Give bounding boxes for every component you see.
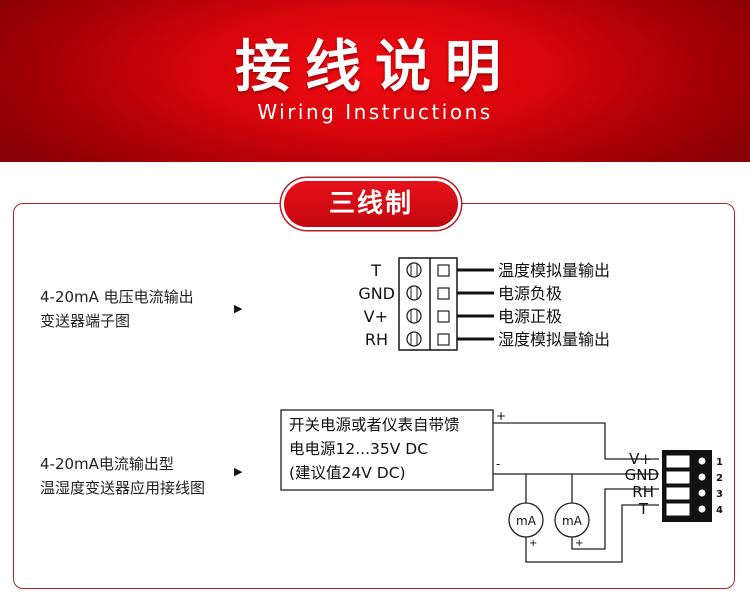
terminal-slot xyxy=(665,486,691,501)
output-label-power-negative: 电源负极 xyxy=(498,284,562,303)
meter-label: mA xyxy=(562,514,583,528)
terminal-label-gnd: GND xyxy=(625,466,659,484)
diagram1-description-line: 4-20mA 电压电流输出 xyxy=(40,288,194,306)
terminal-slot xyxy=(437,333,450,346)
output-label-temperature: 温度模拟量输出 xyxy=(498,261,610,280)
milliammeter-icon xyxy=(508,502,544,538)
meter-label: mA xyxy=(516,514,537,528)
diagram2-terminal-block xyxy=(662,450,712,522)
output-label-power-positive: 电源正极 xyxy=(498,307,562,326)
pin-number: 1 xyxy=(716,457,723,468)
diagram1-terminal-block xyxy=(398,257,494,351)
minus-sign: - xyxy=(496,457,500,471)
terminal-label-t: T xyxy=(370,261,381,280)
diagram1-description: 4-20mA 电压电流输出 变送器端子图 xyxy=(40,285,194,333)
terminal-label-rh: RH xyxy=(632,483,654,501)
arrow-right-icon: ▶ xyxy=(234,302,243,315)
screw-icon xyxy=(406,285,422,301)
terminal-slot xyxy=(437,310,450,323)
diagram2-description: 4-20mA电流输出型 温湿度变送器应用接线图 xyxy=(40,452,205,500)
screw-icon xyxy=(406,331,422,347)
terminal-label-t: T xyxy=(638,500,649,518)
diagram2-wires xyxy=(493,422,659,563)
pin-number: 2 xyxy=(716,473,723,484)
screw-icon xyxy=(697,456,707,466)
pin-number: 4 xyxy=(716,505,723,516)
arrow-right-icon: ▶ xyxy=(234,465,243,478)
terminal-slot xyxy=(437,287,450,300)
meter-plus-sign: + xyxy=(575,538,583,549)
terminal-label-vplus: V+ xyxy=(364,307,388,326)
header-banner: 接线说明 Wiring Instructions xyxy=(0,0,750,162)
section-title-pill: 三线制 xyxy=(284,181,458,227)
milliammeter-icon xyxy=(554,502,590,538)
screw-icon xyxy=(697,472,707,482)
plus-sign: + xyxy=(496,409,506,423)
diagram1-description-line: 变送器端子图 xyxy=(40,312,131,330)
pin-number: 3 xyxy=(716,489,723,500)
page-subtitle: Wiring Instructions xyxy=(257,100,493,124)
screw-icon xyxy=(697,504,707,514)
terminal-label-gnd: GND xyxy=(358,284,395,303)
meter-plus-sign: + xyxy=(529,538,537,549)
power-supply-box xyxy=(280,409,494,491)
terminal-slot xyxy=(665,470,691,485)
diagram2-description-line: 4-20mA电流输出型 xyxy=(40,455,174,473)
terminal-label-vplus: V+ xyxy=(629,450,652,468)
diagram2-description-line: 温湿度变送器应用接线图 xyxy=(40,479,206,497)
power-box-line: 开关电源或者仪表自带馈 xyxy=(289,416,460,434)
output-label-humidity: 湿度模拟量输出 xyxy=(498,330,610,349)
terminal-slot xyxy=(437,264,450,277)
power-box-line: (建议值24V DC) xyxy=(289,464,406,482)
power-box-line: 电电源12...35V DC xyxy=(289,440,428,458)
page-title: 接线说明 xyxy=(235,35,515,100)
terminal-label-rh: RH xyxy=(365,330,388,349)
screw-icon xyxy=(406,308,422,324)
terminal-slot xyxy=(665,454,691,469)
screw-icon xyxy=(697,488,707,498)
screw-icon xyxy=(406,262,422,278)
terminal-slot xyxy=(665,502,691,517)
